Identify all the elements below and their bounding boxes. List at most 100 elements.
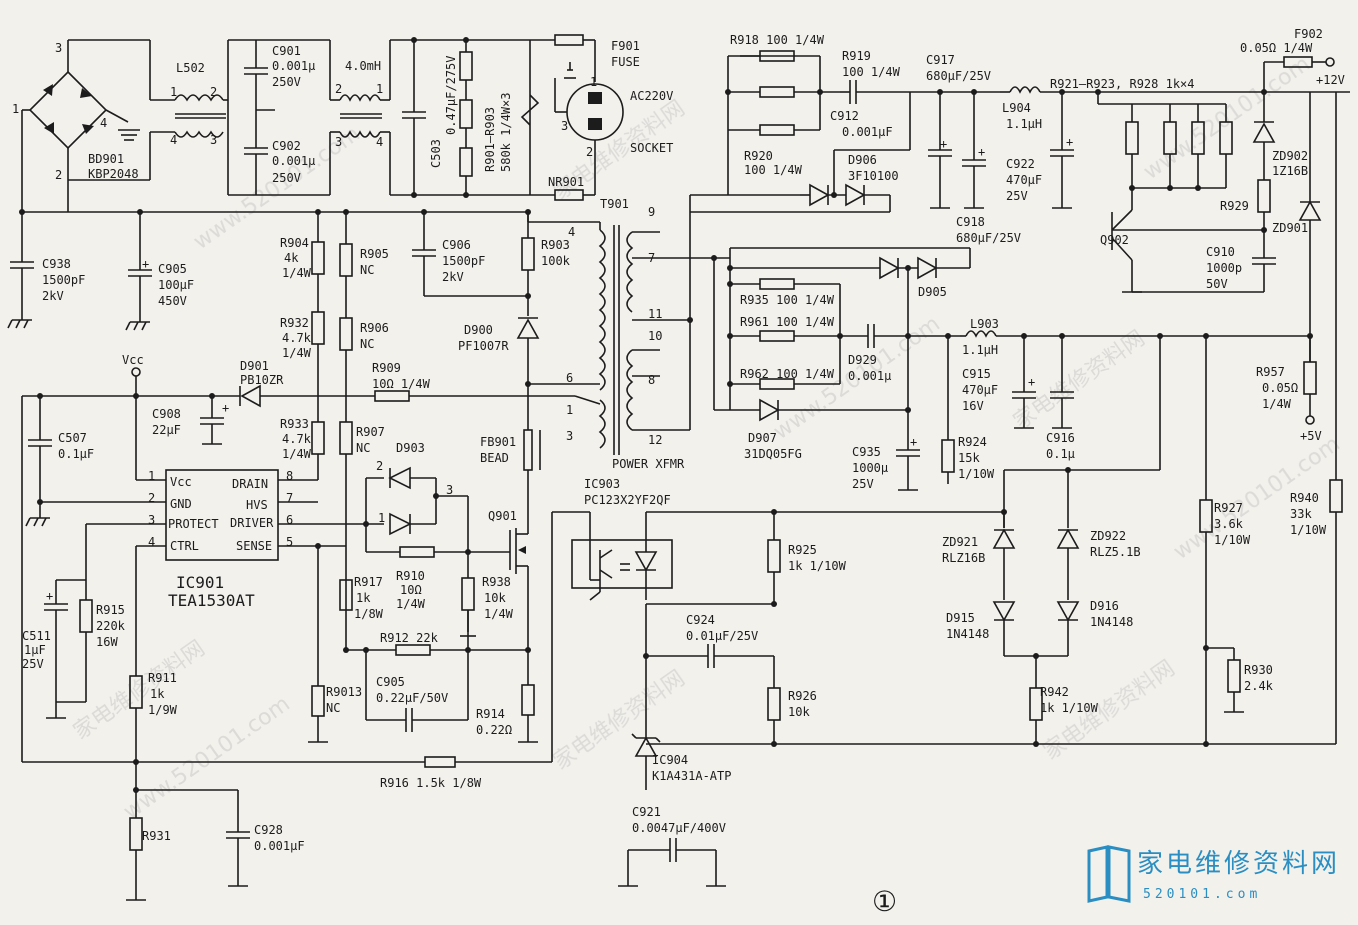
capacitor-c938: C938 1500pF 2kV [7,212,85,329]
svg-text:家电维修资料网: 家电维修资料网 [69,636,210,745]
svg-text:33k: 33k [1290,507,1312,521]
svg-text:1/10W: 1/10W [1290,523,1327,537]
svg-text:IC901: IC901 [176,573,224,592]
svg-text:R911: R911 [148,671,177,685]
svg-text:1000μ: 1000μ [852,461,888,475]
svg-text:Vcc: Vcc [170,475,192,489]
svg-text:C503: C503 [429,139,443,168]
svg-text:+: + [1066,135,1073,149]
svg-text:2: 2 [55,168,62,182]
protect-network-c511-r915: + C511 1μF 25V R915 220k 16W [22,524,126,719]
bridge-rectifier-bd901: 3 1 4 2 BD901 KBP2048 [12,39,150,182]
svg-text:C908: C908 [152,407,181,421]
svg-text:0.47μF/275V: 0.47μF/275V [444,56,458,135]
svg-text:1: 1 [12,102,19,116]
svg-text:R914: R914 [476,707,505,721]
svg-text:8: 8 [286,469,293,483]
common-mode-choke-l502: L502 1 2 4 3 [149,40,228,180]
svg-text:15k: 15k [958,451,980,465]
svg-text:4: 4 [376,135,383,149]
svg-text:R907: R907 [356,425,385,439]
mosfet-q901: Q901 [488,480,529,685]
svg-text:1: 1 [148,469,155,483]
y-capacitor-c921: C921 0.0047μF/400V [618,805,726,887]
svg-text:NR901: NR901 [548,175,584,189]
svg-text:10Ω: 10Ω [400,583,422,597]
snubber-c906-r903-d900: C906 1500pF 2kV R903 100k D900 PF1007R [412,212,600,387]
ctrl-network-r911-r931-c928: R911 1k 1/9W R931 C928 0.001μF [126,546,305,901]
svg-text:1/4W: 1/4W [396,597,426,611]
svg-text:1/4W: 1/4W [484,607,514,621]
svg-text:0.22μF/50V: 0.22μF/50V [376,691,448,705]
book-icon [1087,845,1131,903]
svg-text:3: 3 [561,119,568,133]
svg-text:R957: R957 [1256,365,1285,379]
svg-text:C938: C938 [42,257,71,271]
svg-text:470μF: 470μF [1006,173,1042,187]
svg-text:R916 1.5k 1/8W: R916 1.5k 1/8W [380,776,482,790]
svg-text:NC: NC [360,337,374,351]
svg-text:KBP2048: KBP2048 [88,167,139,181]
svg-text:C921: C921 [632,805,661,819]
svg-text:580k 1/4W×3: 580k 1/4W×3 [499,93,513,172]
svg-text:16V: 16V [962,399,984,413]
svg-text:0.0047μF/400V: 0.0047μF/400V [632,821,726,835]
svg-text:1Z16B: 1Z16B [1272,164,1308,178]
logo-text: 家电维修资料网 [1137,849,1341,879]
svg-text:R904: R904 [280,236,309,250]
svg-text:+: + [222,401,229,415]
svg-text:Q902: Q902 [1100,233,1129,247]
svg-text:C935: C935 [852,445,881,459]
svg-text:R940: R940 [1290,491,1319,505]
svg-text:1: 1 [566,403,573,417]
svg-text:1k 1/10W: 1k 1/10W [788,559,847,573]
svg-text:FB901: FB901 [480,435,516,449]
svg-text:250V: 250V [272,171,301,185]
svg-text:1k 1/10W: 1k 1/10W [1040,701,1099,715]
svg-text:1: 1 [376,82,383,96]
svg-text:1500pF: 1500pF [442,254,485,268]
svg-text:C511: C511 [22,629,51,643]
svg-text:CTRL: CTRL [170,539,199,553]
svg-text:NC: NC [360,263,374,277]
svg-text:1μF: 1μF [24,643,46,657]
svg-text:4.7k: 4.7k [282,331,312,345]
svg-text:POWER XFMR: POWER XFMR [612,457,685,471]
svg-text:2: 2 [586,145,593,159]
svg-text:4.7k: 4.7k [282,432,312,446]
svg-text:+5V: +5V [1300,429,1322,443]
svg-text:R927: R927 [1214,501,1243,515]
svg-text:www.520101.com: www.520101.com [119,691,295,824]
svg-text:D901: D901 [240,359,269,373]
svg-text:R931: R931 [142,829,171,843]
svg-text:4: 4 [100,116,107,130]
svg-text:50V: 50V [1206,277,1228,291]
svg-text:ZD922: ZD922 [1090,529,1126,543]
svg-text:R962 100 1/4W: R962 100 1/4W [740,367,835,381]
svg-text:0.05Ω 1/4W: 0.05Ω 1/4W [1240,41,1313,55]
svg-text:100 1/4W: 100 1/4W [842,65,901,79]
svg-text:6: 6 [286,513,293,527]
rectifier-12v: R918 100 1/4W R919 100 1/4W C912 0.001μF… [690,33,1000,213]
svg-text:PROTECT: PROTECT [168,517,219,531]
svg-text:680μF/25V: 680μF/25V [956,231,1021,245]
svg-text:0.001μF: 0.001μF [842,125,893,139]
svg-text:DRAIN: DRAIN [232,477,268,491]
svg-text:Vcc: Vcc [122,353,144,367]
svg-text:1N4148: 1N4148 [946,627,989,641]
svg-text:1: 1 [590,75,597,89]
svg-text:Q901: Q901 [488,509,517,523]
svg-text:470μF: 470μF [962,383,998,397]
svg-text:C915: C915 [962,367,991,381]
svg-text:7: 7 [648,251,655,265]
svg-text:R9013: R9013 [326,685,362,699]
svg-text:100 1/4W: 100 1/4W [744,163,803,177]
sense-network-r917-r938-r912-c905-r914: R917 1k 1/8W R938 10k 1/4W R912 22k C905… [308,546,538,743]
svg-text:IC904: IC904 [652,753,688,767]
svg-text:R905: R905 [360,247,389,261]
svg-text:1N4148: 1N4148 [1090,615,1133,629]
svg-text:D907: D907 [748,431,777,445]
svg-text:D929: D929 [848,353,877,367]
svg-text:3: 3 [335,135,342,149]
